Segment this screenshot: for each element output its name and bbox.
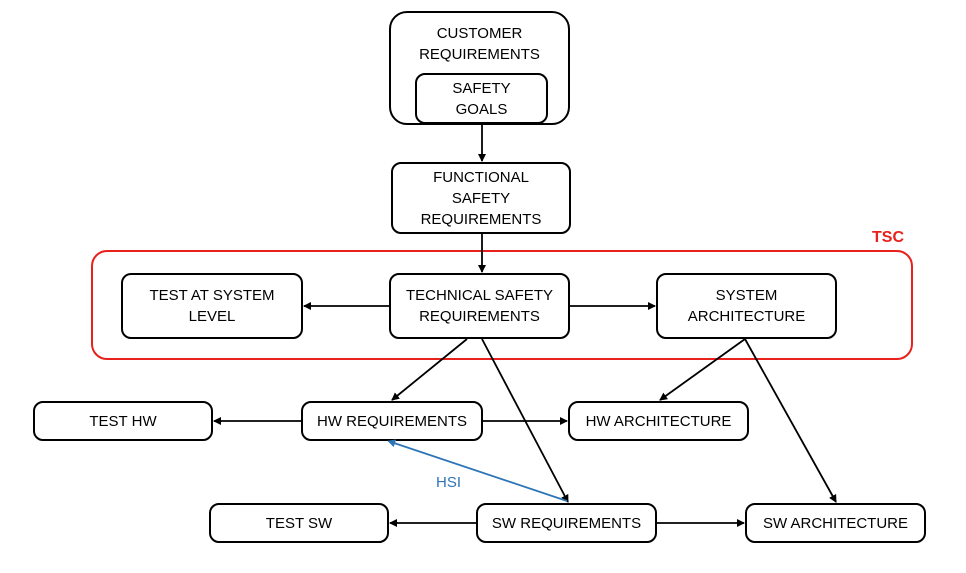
- sw-requirements-node[interactable]: SW REQUIREMENTS: [476, 503, 657, 543]
- hsi-edge-label: HSI: [436, 474, 462, 491]
- edge-technical-to-sw-requirements: [481, 338, 569, 503]
- functional-safety-requirements-node[interactable]: FUNCTIONAL SAFETY REQUIREMENTS: [391, 162, 571, 234]
- system-architecture-node[interactable]: SYSTEM ARCHITECTURE: [656, 273, 837, 339]
- test-at-system-level-node[interactable]: TEST AT SYSTEM LEVEL: [121, 273, 303, 339]
- hw-requirements-node[interactable]: HW REQUIREMENTS: [301, 401, 483, 441]
- hw-architecture-node[interactable]: HW ARCHITECTURE: [568, 401, 749, 441]
- technical-safety-requirements-node[interactable]: TECHNICAL SAFETY REQUIREMENTS: [389, 273, 570, 339]
- safety-goals-node[interactable]: SAFETY GOALS: [415, 73, 548, 124]
- test-hw-node[interactable]: TEST HW: [33, 401, 213, 441]
- sw-architecture-node[interactable]: SW ARCHITECTURE: [745, 503, 926, 543]
- tsc-group-label: TSC: [872, 229, 904, 246]
- edge-system-architecture-to-sw-architecture: [744, 338, 837, 503]
- test-sw-node[interactable]: TEST SW: [209, 503, 389, 543]
- edge-hsi-hw-sw: [387, 439, 568, 502]
